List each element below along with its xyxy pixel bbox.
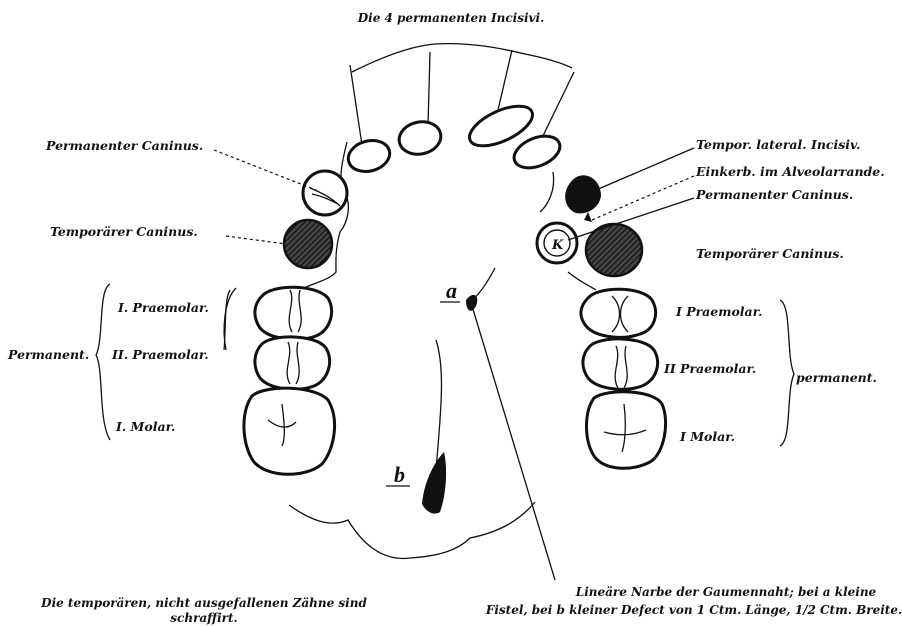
right-premolar-1-tooth — [581, 289, 656, 337]
left-caption-line1: Die temporären, nicht ausgefallenen Zähn… — [40, 596, 367, 610]
left-posterior-teeth — [244, 287, 335, 474]
right-temp-lateral-incisor-label: Tempor. lateral. Incisiv. — [696, 137, 860, 152]
alveolar-notch — [584, 212, 592, 222]
right-premolar-2-tooth — [583, 339, 658, 389]
right-caption-line2: Fistel, bei b kleiner Defect von 1 Ctm. … — [485, 603, 902, 617]
left-caption-line2: schraffirt. — [170, 611, 237, 625]
captions: Die temporären, nicht ausgefallenen Zähn… — [40, 585, 902, 625]
right-premolar-2-label: II Praemolar. — [663, 361, 756, 376]
diagram-title: Die 4 permanenten Incisivi. — [357, 11, 545, 25]
palatal-lesions: a b — [386, 278, 555, 580]
defect-b-mark — [422, 452, 446, 514]
left-premolar-2-tooth — [255, 337, 330, 389]
left-molar-1-tooth — [244, 388, 335, 474]
marker-a: a — [446, 278, 457, 303]
right-notch-label: Einkerb. im Alveolarrande. — [695, 164, 885, 179]
incisor-pointer-lines — [350, 50, 574, 145]
right-posterior-teeth — [581, 289, 666, 468]
left-permanent-canine-tooth — [303, 171, 347, 215]
incisor-2-tooth — [396, 118, 444, 158]
right-brace — [780, 300, 794, 446]
right-temp-canine-label: Temporärer Caninus. — [696, 246, 844, 261]
incisor-4-tooth — [510, 130, 565, 174]
right-perm-canine-label: Permanenter Caninus. — [695, 187, 853, 202]
left-canines — [284, 171, 347, 268]
right-group-label: permanent. — [796, 370, 877, 385]
right-caption-line1: Lineäre Narbe der Gaumennaht; bei a klei… — [575, 585, 877, 599]
permanent-incisors — [345, 98, 565, 176]
left-premolar-1-tooth — [255, 287, 332, 339]
left-molar-1-label: I. Molar. — [115, 419, 175, 434]
temporary-lateral-incisor-tooth — [566, 176, 600, 212]
left-temp-canine-label: Temporärer Caninus. — [50, 224, 198, 239]
right-molar-1-label: I Molar. — [679, 429, 735, 444]
canine-marker-k: K — [551, 238, 564, 253]
fistula-a-mark — [466, 295, 477, 311]
left-brace — [96, 284, 110, 440]
marker-b: b — [394, 462, 405, 487]
left-perm-canine-label: Permanenter Caninus. — [45, 138, 203, 153]
right-premolar-1-label: I Praemolar. — [675, 304, 762, 319]
left-premolar-2-label: II. Praemolar. — [111, 347, 209, 362]
incisor-1-tooth — [345, 136, 393, 176]
left-temporary-canine-tooth — [284, 220, 332, 268]
left-group-label: Permanent. — [7, 347, 89, 362]
left-premolar-1-label: I. Praemolar. — [117, 300, 209, 315]
